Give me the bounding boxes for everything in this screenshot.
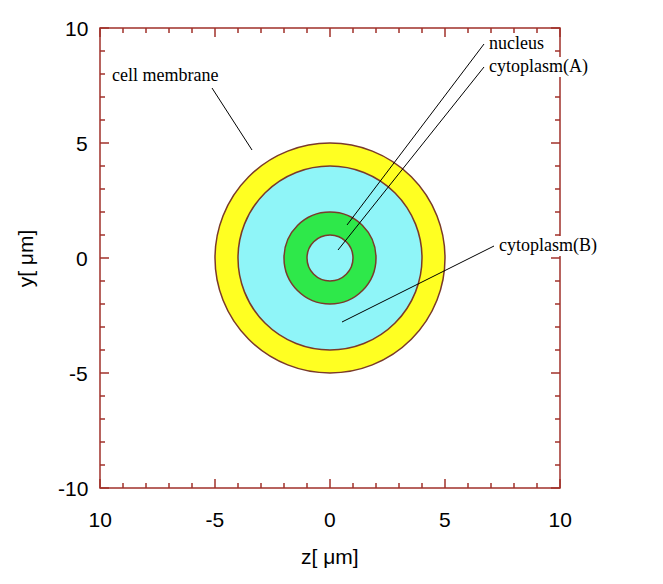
leader-line (347, 44, 484, 225)
tick-mark (444, 28, 446, 37)
tick-mark (329, 28, 331, 37)
tick-mark (214, 28, 216, 37)
tick-mark (551, 372, 560, 374)
part-label: nucleus (487, 34, 546, 54)
tick-label: -10 (58, 477, 88, 500)
tick-mark (444, 479, 446, 488)
tick-mark (100, 257, 109, 259)
tick-label: 10 (549, 508, 572, 531)
cytoplasm-a-region (307, 235, 353, 281)
leader-lines (212, 44, 494, 322)
nucleus-ring (284, 212, 376, 304)
tick-label: 10 (65, 17, 88, 40)
tick-mark (214, 479, 216, 488)
plot-frame (100, 28, 560, 488)
tick-mark (100, 372, 109, 374)
leader-line (338, 67, 484, 250)
tick-mark (551, 142, 560, 144)
tick-label: -5 (206, 508, 225, 531)
cytoplasm-b-region (238, 166, 422, 350)
cell-membrane-ring (215, 143, 445, 373)
axis-title: z[ μm] (301, 545, 359, 568)
tick-label: 5 (439, 508, 451, 531)
tick-label: 0 (324, 508, 336, 531)
leader-line (342, 246, 494, 322)
tick-mark (329, 479, 331, 488)
part-label: cytoplasm(A) (487, 57, 590, 77)
part-label: cell membrane (110, 66, 220, 86)
part-label: cytoplasm(B) (497, 236, 599, 256)
tick-label: -5 (69, 362, 88, 385)
tick-mark (100, 142, 109, 144)
tick-label: 5 (76, 132, 88, 155)
tick-label: 0 (76, 247, 88, 270)
axis-ticks (100, 28, 560, 488)
leader-line (212, 88, 252, 150)
axis-title: y[ μm] (14, 229, 37, 287)
tick-label: 10 (89, 508, 112, 531)
tick-mark (551, 257, 560, 259)
